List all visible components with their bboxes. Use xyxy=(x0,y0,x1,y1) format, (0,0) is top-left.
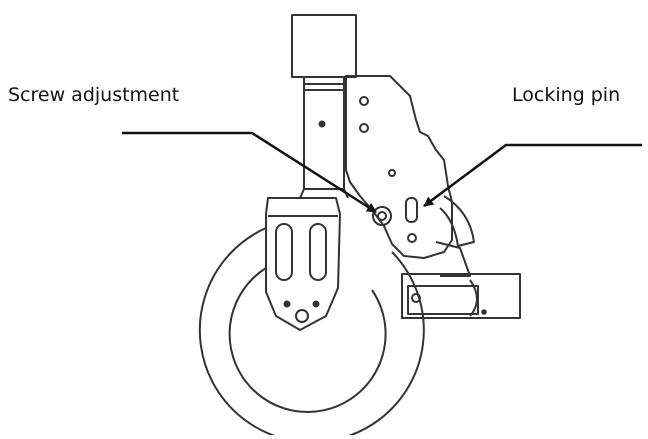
screw-adjustment-arrow xyxy=(122,131,377,214)
vertical-post xyxy=(303,76,345,190)
curved-bracket xyxy=(439,195,475,247)
side-plate xyxy=(345,75,453,259)
wheel-inner-hub xyxy=(228,267,387,413)
top-mount-block xyxy=(291,14,357,78)
lower-bracket xyxy=(401,273,521,319)
wheel-outer-rim xyxy=(198,227,425,439)
fork-plate xyxy=(265,197,341,331)
locking-pin-label: Locking pin xyxy=(512,84,621,106)
screw-adjustment-label: Screw adjustment xyxy=(8,84,180,106)
screw-adjustment-knob xyxy=(372,206,392,226)
locking-pin-arrow xyxy=(423,143,642,208)
locking-pin-slot xyxy=(405,197,418,223)
